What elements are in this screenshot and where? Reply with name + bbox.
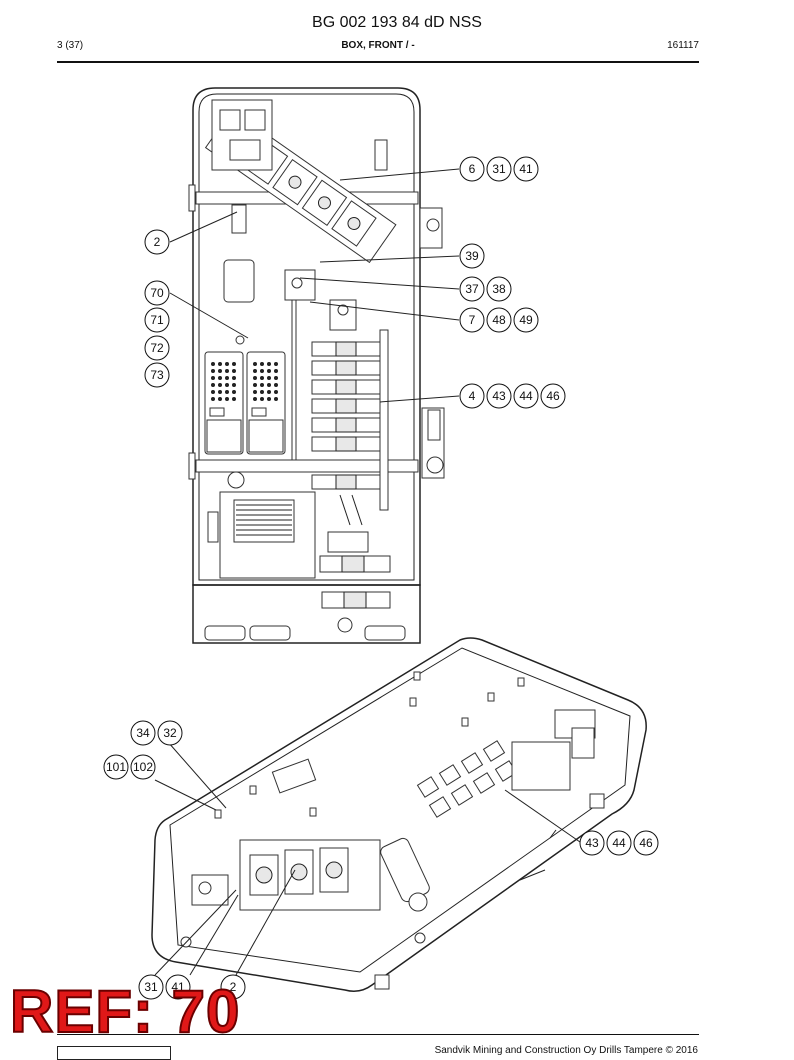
callout-4-43-44-46-label: 4 [469,389,476,403]
callout-2-top: 2 [144,229,170,255]
callout-4-43-44-46-label: 43 [492,389,506,403]
callout-4-43-44-46: 4 43 44 46 [459,383,566,409]
callout-2-bottom-label: 2 [230,980,237,994]
section-title: BOX, FRONT / - [341,40,415,51]
footer-copyright: Sandvik Mining and Construction Oy Drill… [434,1045,698,1056]
callout-34-32: 34 32 [130,720,183,746]
callout-73-label: 73 [150,368,164,382]
callout-73: 73 [144,362,170,388]
callout-101-102: 101 102 [103,754,156,780]
callout-6-31-41-label: 41 [519,162,533,176]
callout-101-102-label: 102 [133,760,153,774]
box-isometric-view [151,637,647,992]
callout-6-31-41-label: 31 [492,162,506,176]
callout-71: 71 [144,307,170,333]
ref-stamp: REF: 70 [9,978,241,1045]
footer-divider [57,1034,699,1035]
callout-70: 70 [144,280,170,306]
callout-6-31-41-label: 6 [469,162,476,176]
callout-34-32-label: 34 [136,726,150,740]
callout-37-38: 37 38 [459,276,512,302]
callout-101-102-label: 101 [106,760,126,774]
page-number: 3 (37) [57,40,84,51]
callout-4-43-44-46-label: 46 [546,389,560,403]
leader-lines [154,168,581,976]
callout-6-31-41: 6 31 41 [459,156,539,182]
callout-43-44-46-label: 43 [585,836,599,850]
sandvik-logo [57,1046,171,1060]
callout-7-48-49-label: 49 [519,313,533,327]
header-row: 3 (37) BOX, FRONT / - 161117 [57,40,699,56]
callout-7-48-49: 7 48 49 [459,307,539,333]
callout-31-41: 31 41 [138,974,191,1000]
callout-39: 39 [459,243,485,269]
callout-71-label: 71 [150,313,164,327]
document-code: 161117 [667,40,699,51]
callout-43-44-46-label: 44 [612,836,626,850]
callout-72-label: 72 [150,341,164,355]
callout-72: 72 [144,335,170,361]
callout-37-38-label: 37 [465,282,479,296]
box-front-view [188,87,445,644]
callout-31-41-label: 41 [171,980,185,994]
document-title: BG 002 193 84 dD NSS [312,14,482,31]
callout-43-44-46: 43 44 46 [579,830,659,856]
callout-4-43-44-46-label: 44 [519,389,533,403]
callout-34-32-label: 32 [163,726,177,740]
callout-39-label: 39 [465,249,479,263]
callout-7-48-49-label: 7 [469,313,476,327]
header-divider [57,61,699,63]
callout-37-38-label: 38 [492,282,506,296]
callout-7-48-49-label: 48 [492,313,506,327]
callout-31-41-label: 31 [144,980,158,994]
callout-43-44-46-label: 46 [639,836,653,850]
callout-2-top-label: 2 [154,235,161,249]
callout-2-bottom: 2 [220,974,246,1000]
callout-70-label: 70 [150,286,164,300]
